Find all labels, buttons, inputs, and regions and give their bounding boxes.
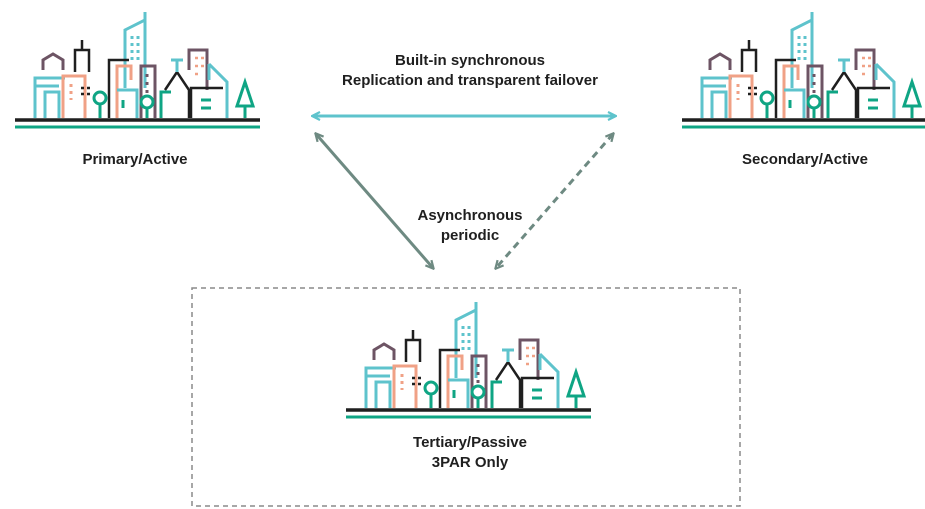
sync-label-line1: Built-in synchronous xyxy=(395,52,545,69)
tertiary-site-label: Tertiary/Passive 3PAR Only xyxy=(360,433,580,473)
async-label-line1: Asynchronous xyxy=(417,207,523,224)
async-label-line2: periodic xyxy=(440,227,500,244)
async-primary-tertiary-arrow xyxy=(316,134,433,268)
secondary-site-icon xyxy=(680,10,925,129)
async-replication-label: Asynchronous periodic xyxy=(380,206,560,246)
primary-site-icon xyxy=(13,10,262,129)
tertiary-label-line1: Tertiary/Passive xyxy=(413,434,527,451)
secondary-site-label: Secondary/Active xyxy=(742,151,868,168)
primary-site-label: Primary/Active xyxy=(82,151,188,168)
tertiary-site-icon xyxy=(344,300,593,419)
tertiary-site-box xyxy=(191,287,741,507)
sync-replication-label: Built-in synchronous Replication and tra… xyxy=(320,51,620,91)
async-secondary-tertiary-arrow xyxy=(496,134,613,268)
tertiary-label-line2: 3PAR Only xyxy=(431,454,509,471)
sync-label-line2: Replication and transparent failover xyxy=(342,72,598,89)
